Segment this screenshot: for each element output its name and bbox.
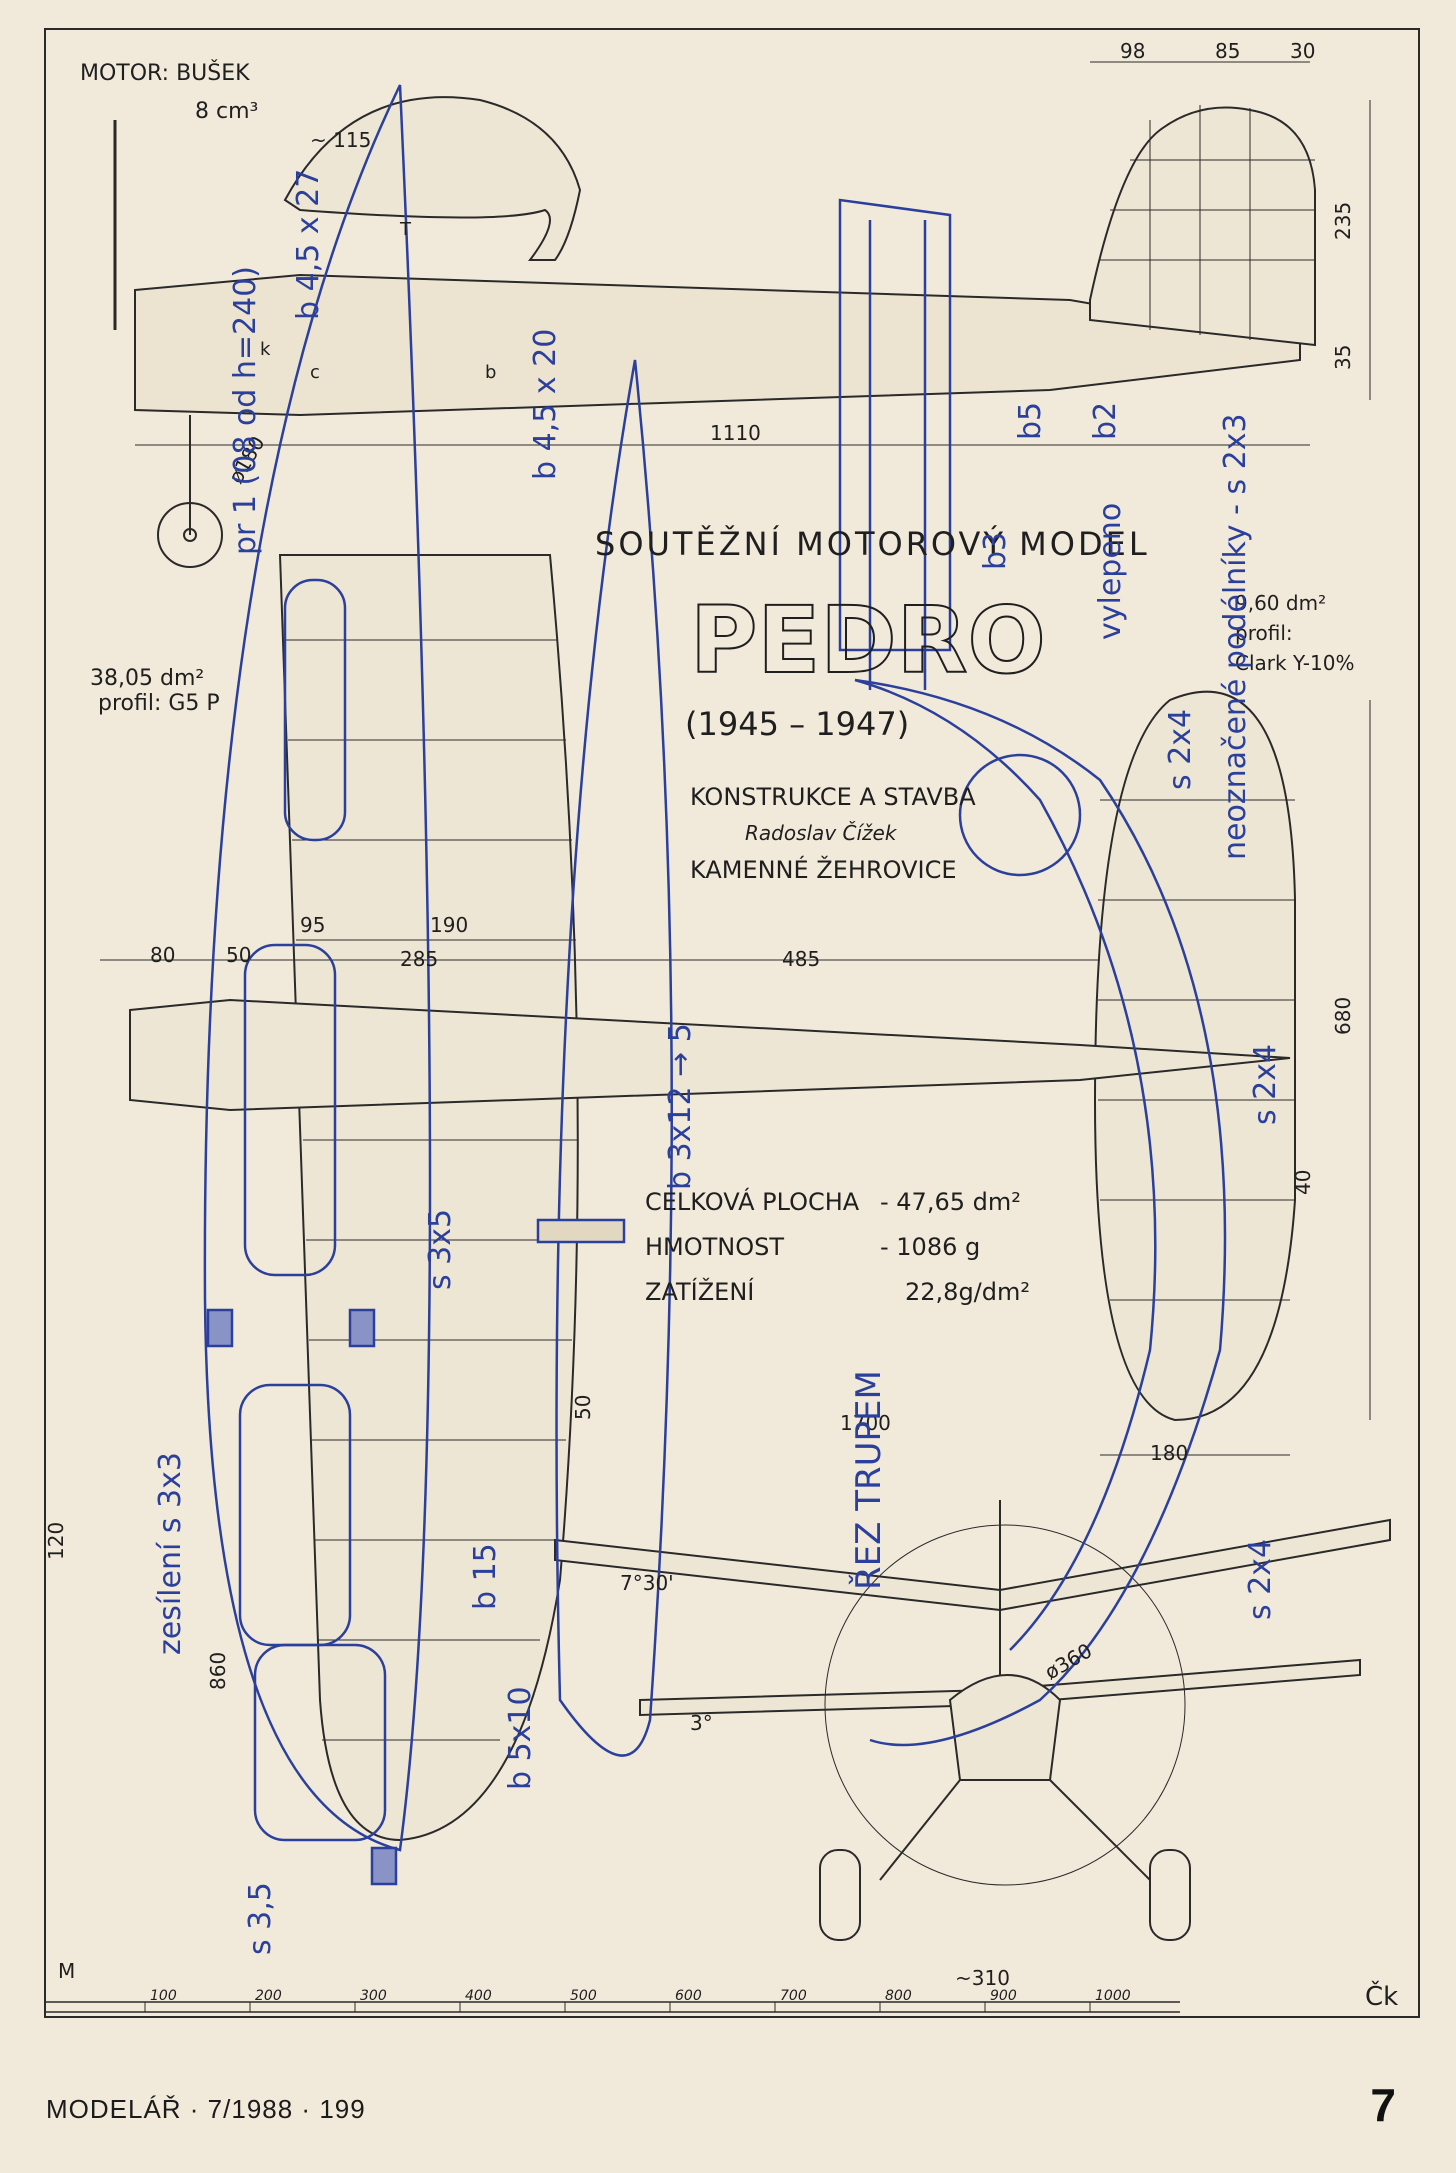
label-c: c bbox=[310, 362, 320, 383]
note-b5: b5 bbox=[1013, 402, 1048, 440]
note-s3x5: s 3x5 bbox=[423, 1209, 458, 1290]
note-podelniky: neoznačené podélníky - s 2x3 bbox=[1218, 413, 1253, 860]
dim-40: 40 bbox=[1291, 1170, 1315, 1195]
dim-190: 190 bbox=[430, 913, 468, 937]
scale-tick-label: 800 bbox=[885, 1988, 912, 2004]
dim-80: 80 bbox=[150, 943, 175, 967]
dim-310: ~310 bbox=[955, 1966, 1010, 1990]
dim-285: 285 bbox=[400, 947, 438, 971]
spec-load-value: 22,8g/dm² bbox=[905, 1278, 1030, 1306]
wing-profile: profil: G5 P bbox=[98, 691, 220, 716]
stabilizer-profile-label: profil: bbox=[1235, 621, 1293, 645]
note-s2x4-b: s 2x4 bbox=[1248, 1044, 1283, 1125]
blue-rib-sketches bbox=[203, 84, 1227, 1886]
dim-95: 95 bbox=[300, 913, 325, 937]
scale-tick-label: 200 bbox=[255, 1988, 282, 2004]
scale-labels: 100 200 300 400 500 600 700 800 900 1000 bbox=[144, 1988, 1131, 2012]
magazine-footer: MODELÁŘ · 7/1988 · 199 bbox=[46, 2094, 366, 2124]
label-b: b bbox=[485, 362, 496, 383]
spec-area-label: CELKOVÁ PLOCHA bbox=[645, 1187, 860, 1216]
motor-label: MOTOR: BUŠEK bbox=[80, 60, 250, 86]
dim-1110: 1110 bbox=[710, 421, 761, 445]
dim-98: 98 bbox=[1120, 39, 1145, 63]
scale-tick-label: 400 bbox=[465, 1988, 492, 2004]
front-view bbox=[554, 1500, 1391, 1941]
angle-3: 3° bbox=[690, 1711, 713, 1735]
note-b45x20: b 4,5 x 20 bbox=[528, 329, 563, 480]
page-number: 7 bbox=[1370, 2079, 1396, 2131]
dim-120: 120 bbox=[44, 1522, 68, 1560]
author-mark: Čk bbox=[1365, 1980, 1398, 2012]
label-k: k bbox=[260, 339, 271, 360]
scale-m-label: M bbox=[58, 1959, 75, 1983]
scale-tick-label: 700 bbox=[780, 1988, 807, 2004]
side-view bbox=[113, 61, 1371, 568]
spec-mass-value: - 1086 g bbox=[880, 1233, 980, 1261]
scale-tick-label: 1000 bbox=[1095, 1988, 1131, 2004]
dim-180: 180 bbox=[1150, 1441, 1188, 1465]
dim-1700: 1700 bbox=[840, 1411, 891, 1435]
drawing-frame bbox=[44, 28, 1420, 2018]
note-zesileni: zesílení s 3x3 bbox=[153, 1452, 188, 1655]
wing-area: 38,05 dm² bbox=[90, 666, 204, 691]
model-name: PEDRO bbox=[690, 587, 1046, 694]
stabilizer-area: 9,60 dm² bbox=[1235, 591, 1326, 615]
dim-485: 485 bbox=[782, 947, 820, 971]
dim-50: 50 bbox=[226, 943, 251, 967]
scale-tick-label: 300 bbox=[360, 1988, 387, 2004]
spec-load-label: ZATÍŽENÍ bbox=[645, 1277, 754, 1306]
scale-tick-label: 600 bbox=[675, 1988, 702, 2004]
scale-tick-label: 900 bbox=[990, 1988, 1017, 2004]
dim-235: 235 bbox=[1331, 202, 1355, 240]
note-b3x12: b 3x12 → 5 bbox=[663, 1023, 698, 1190]
spec-area-value: - 47,65 dm² bbox=[880, 1188, 1021, 1216]
label-t: T bbox=[399, 219, 412, 240]
construction-label: KONSTRUKCE A STAVBA bbox=[690, 783, 976, 811]
dim-35: 35 bbox=[1331, 345, 1355, 370]
dim-360: ø360 bbox=[1041, 1638, 1097, 1684]
angle-730: 7°30' bbox=[620, 1571, 674, 1595]
stabilizer-profile: Clark Y-10% bbox=[1235, 651, 1354, 675]
note-b15: b 15 bbox=[468, 1543, 503, 1610]
author-signature: Radoslav Čížek bbox=[745, 821, 898, 845]
scale-tick-label: 100 bbox=[150, 1988, 177, 2004]
dim-115: ~ 115 bbox=[310, 128, 371, 152]
dim-30: 30 bbox=[1290, 39, 1315, 63]
scale-bar bbox=[44, 2001, 1180, 2013]
dim-680: 680 bbox=[1331, 997, 1355, 1035]
note-section-label: ŘEZ TRUPEM bbox=[848, 1370, 889, 1590]
dim-50b: 50 bbox=[571, 1395, 595, 1420]
note-b2: b2 bbox=[1088, 402, 1123, 440]
note-pr1: pr 1 (08 od h=240) bbox=[228, 266, 263, 555]
note-b45x27: b 4,5 x 27 bbox=[291, 169, 326, 320]
note-b3: b3 bbox=[978, 532, 1013, 570]
construction-place: KAMENNÉ ŽEHROVICE bbox=[690, 855, 957, 884]
spec-mass-label: HMOTNOST bbox=[645, 1233, 784, 1261]
note-s2x4-a: s 2x4 bbox=[1163, 709, 1198, 790]
dim-85: 85 bbox=[1215, 39, 1240, 63]
note-vylepeno: vylepeno bbox=[1093, 503, 1128, 640]
scale-tick-label: 500 bbox=[570, 1988, 597, 2004]
dim-860: 860 bbox=[206, 1652, 230, 1690]
model-subtitle: SOUTĚŽNÍ MOTOROVÝ MODEL bbox=[595, 525, 1150, 563]
note-s35: s 3,5 bbox=[243, 1882, 278, 1955]
note-b5x10: b 5x10 bbox=[503, 1686, 538, 1790]
model-years: (1945 – 1947) bbox=[685, 705, 909, 743]
note-s2x4-c: s 2x4 bbox=[1243, 1539, 1278, 1620]
motor-volume: 8 cm³ bbox=[195, 99, 258, 124]
